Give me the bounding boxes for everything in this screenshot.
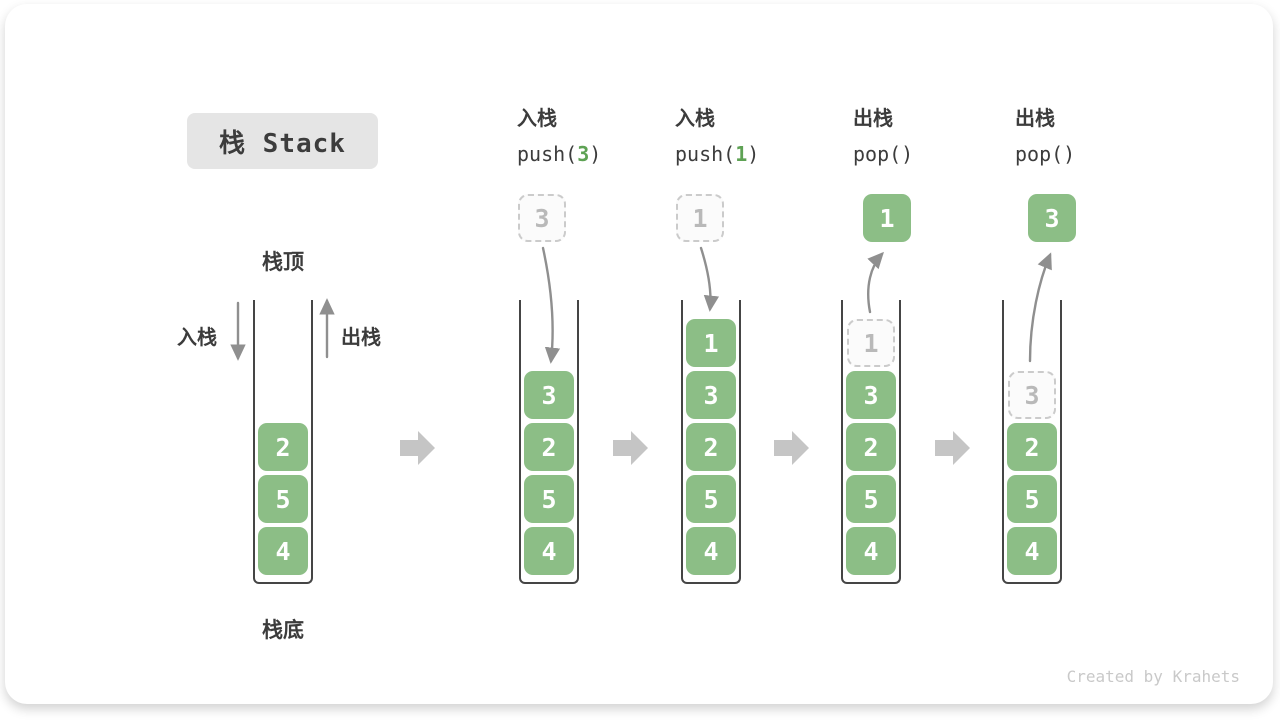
code-pre: push(: [517, 142, 578, 166]
op-code: pop(): [1015, 142, 1175, 166]
code-arg: 3: [577, 142, 590, 166]
op-header-push-1: 入栈 push(1): [675, 106, 835, 166]
stack-element: 4: [846, 527, 896, 575]
watermark: Created by Krahets: [1066, 667, 1240, 686]
code-pre: push(: [675, 142, 736, 166]
stack-element: 4: [524, 527, 574, 575]
diagram-title-text: 栈 Stack: [219, 128, 346, 159]
code-post: ): [589, 142, 602, 166]
stack-element: 5: [846, 475, 896, 523]
stack-element: 4: [258, 527, 308, 575]
code-pre: pop(): [1015, 142, 1076, 166]
popped-ghost-slot: 3: [1008, 371, 1056, 419]
op-header-pop-1: 出栈 pop(): [853, 106, 1013, 166]
stack-element: 2: [686, 423, 736, 471]
stack-element: 1: [686, 319, 736, 367]
incoming-value-box: 3: [518, 194, 566, 242]
incoming-value-box: 1: [676, 194, 724, 242]
stack-top-label: 栈顶: [262, 251, 304, 274]
stack-element: 2: [1007, 423, 1057, 471]
code-arg: 1: [735, 142, 748, 166]
stack-element: 5: [686, 475, 736, 523]
popped-ghost-slot: 1: [847, 319, 895, 367]
op-label: 出栈: [853, 108, 893, 130]
transition-arrow-icon: [774, 431, 809, 465]
diagram-title: 栈 Stack: [187, 113, 378, 169]
stack-element: 3: [686, 371, 736, 419]
stack-element: 4: [1007, 527, 1057, 575]
stack-element: 2: [524, 423, 574, 471]
op-label: 入栈: [675, 108, 715, 130]
popped-value-box: 3: [1028, 194, 1076, 242]
stack-element: 2: [846, 423, 896, 471]
push-direction-label: 入栈: [177, 327, 217, 349]
op-label: 出栈: [1015, 108, 1055, 130]
diagram-card: 栈 Stack 栈顶 栈底 入栈 出栈 入栈 push(3) 入栈 push(1…: [5, 4, 1273, 704]
code-post: ): [747, 142, 760, 166]
op-header-pop-2: 出栈 pop(): [1015, 106, 1175, 166]
stack-element: 2: [258, 423, 308, 471]
op-header-push-3: 入栈 push(3): [517, 106, 677, 166]
op-code: push(3): [517, 142, 677, 166]
op-code: push(1): [675, 142, 835, 166]
transition-arrow-icon: [613, 431, 648, 465]
op-code: pop(): [853, 142, 1013, 166]
stack-element: 4: [686, 527, 736, 575]
code-pre: pop(): [853, 142, 914, 166]
stack-element: 3: [846, 371, 896, 419]
stack-element: 5: [1007, 475, 1057, 523]
transition-arrow-icon: [400, 431, 435, 465]
stack-element: 3: [524, 371, 574, 419]
stack-element: 5: [258, 475, 308, 523]
stack-bottom-label: 栈底: [262, 619, 304, 642]
transition-arrow-icon: [935, 431, 970, 465]
stack-element: 5: [524, 475, 574, 523]
popped-value-box: 1: [863, 194, 911, 242]
op-label: 入栈: [517, 108, 557, 130]
pop-direction-label: 出栈: [341, 327, 381, 349]
